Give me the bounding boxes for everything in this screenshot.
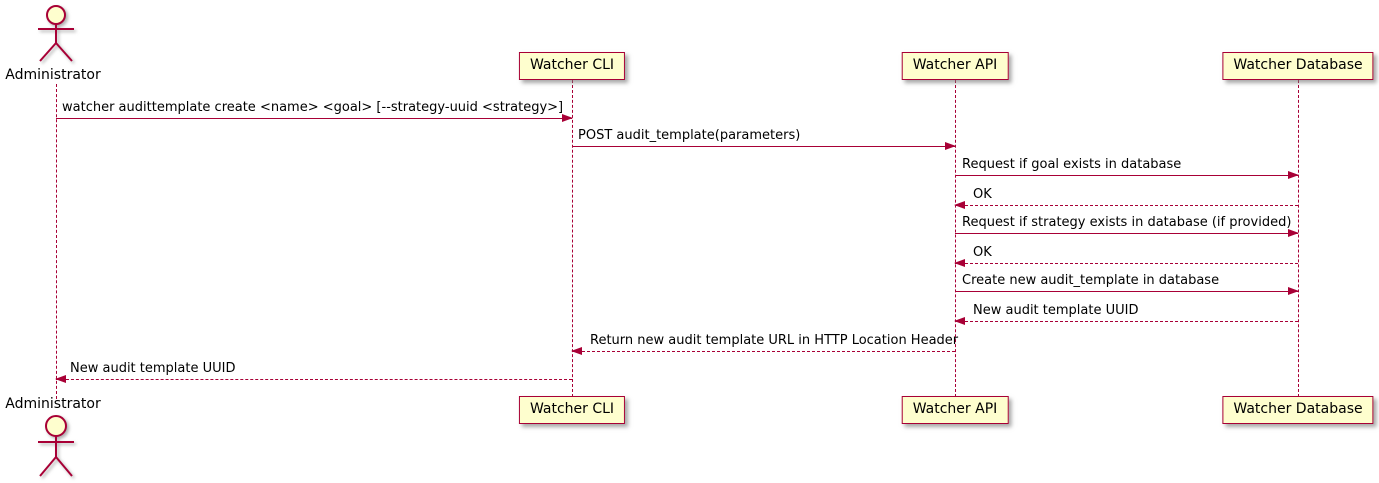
arrowhead-left-icon — [954, 258, 965, 267]
lifeline-watcher-cli — [572, 80, 573, 397]
arrowhead-left-icon — [954, 316, 965, 325]
administrator-actor-icon — [38, 5, 74, 62]
message-arrow-1 — [56, 113, 573, 122]
actor-label-administrator-top: Administrator — [5, 67, 101, 83]
arrowhead-right-icon — [1288, 286, 1299, 295]
actor-label-administrator-bottom: Administrator — [5, 396, 101, 412]
message-arrow-6 — [954, 258, 1298, 267]
participant-watcher-api-bottom: Watcher API — [901, 396, 1009, 424]
message-label: Request if strategy exists in database (… — [962, 215, 1292, 230]
participant-watcher-database-bottom: Watcher Database — [1222, 396, 1374, 424]
message-label: New audit template UUID — [973, 303, 1139, 318]
participant-watcher-cli-bottom: Watcher CLI — [518, 396, 626, 424]
participant-watcher-cli-top: Watcher CLI — [518, 52, 626, 80]
lifeline-watcher-database — [1298, 80, 1299, 397]
administrator-actor-icon — [38, 415, 74, 477]
arrowhead-right-icon — [562, 113, 573, 122]
participant-watcher-database-top: Watcher Database — [1222, 52, 1374, 80]
arrowhead-right-icon — [1288, 228, 1299, 237]
message-arrow-3 — [955, 170, 1299, 179]
message-label: OK — [973, 187, 992, 202]
message-label: Request if goal exists in database — [962, 157, 1182, 172]
message-label: POST audit_template(parameters) — [578, 128, 801, 143]
message-label: Create new audit_template in database — [962, 273, 1220, 288]
lifeline-administrator — [56, 84, 57, 399]
message-arrow-4 — [954, 200, 1298, 209]
message-arrow-5 — [955, 228, 1299, 237]
arrowhead-right-icon — [1288, 170, 1299, 179]
message-label: New audit template UUID — [70, 361, 236, 376]
message-arrow-7 — [955, 286, 1299, 295]
participant-watcher-api-top: Watcher API — [901, 52, 1009, 80]
arrowhead-left-icon — [55, 374, 66, 383]
lifeline-watcher-api — [955, 80, 956, 397]
message-arrow-8 — [954, 316, 1298, 325]
arrowhead-left-icon — [571, 346, 582, 355]
message-label: Return new audit template URL in HTTP Lo… — [590, 333, 959, 348]
message-arrow-2 — [572, 141, 956, 150]
message-label: OK — [973, 245, 992, 260]
arrowhead-right-icon — [945, 141, 956, 150]
arrowhead-left-icon — [954, 200, 965, 209]
message-arrow-9 — [571, 346, 955, 355]
message-arrow-10 — [55, 374, 572, 383]
message-label: watcher audittemplate create <name> <goa… — [62, 100, 564, 115]
